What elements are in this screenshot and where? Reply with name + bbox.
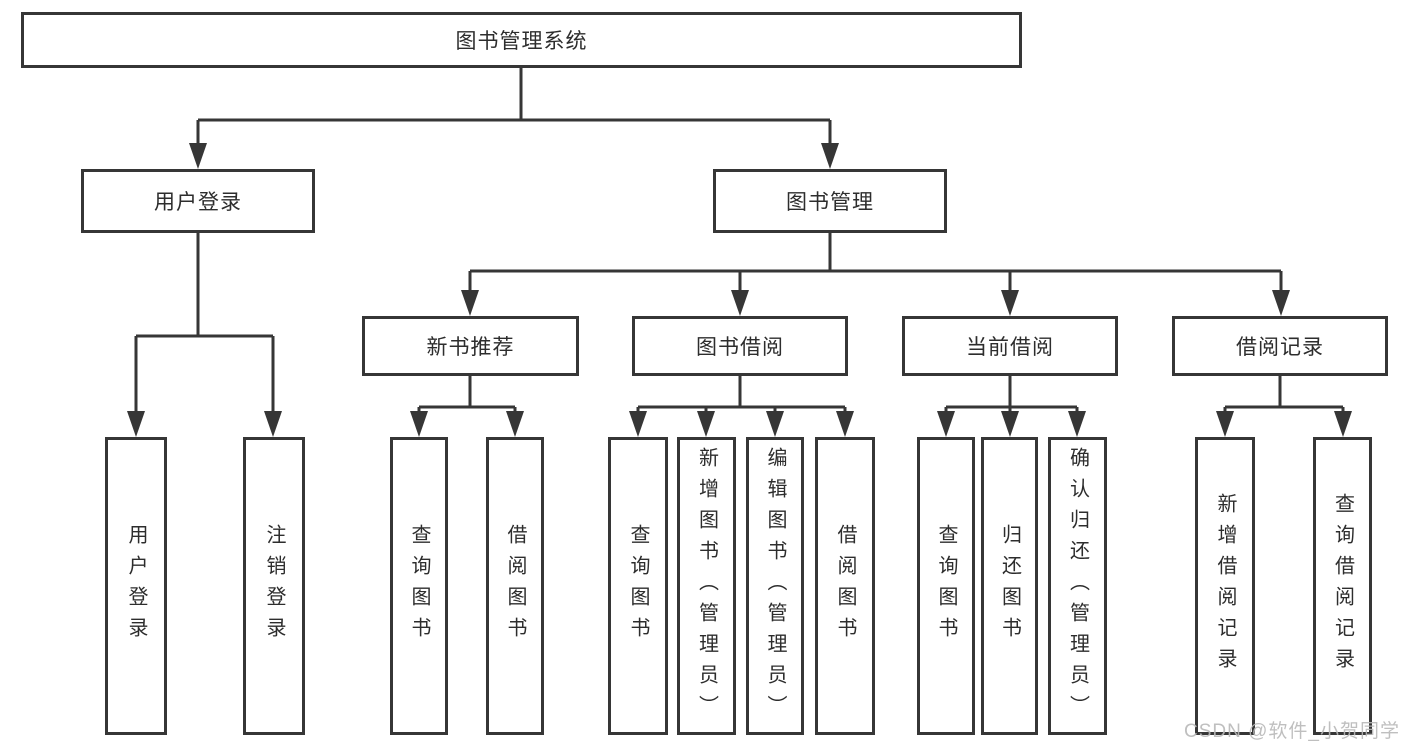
node-book-borrowing-label: 图书借阅 [696,336,784,359]
arrowheads-level2 [189,143,839,169]
leaf-query-borrow-record: 查询借阅记录 [1313,437,1372,735]
leaf-add-book-admin: 新增图书（管理员） [677,437,736,735]
node-current-borrowing-label: 当前借阅 [966,336,1054,359]
leaf-query-borrow-record-label: 查询借阅记录 [1331,493,1354,679]
csdn-watermark: CSDN @软件_小贺同学 [1184,721,1400,742]
leaf-add-borrow-record: 新增借阅记录 [1195,437,1255,735]
leaf-borrow-book: 借阅图书 [815,437,875,735]
leaf-borrow-query-book-label: 查询图书 [627,524,649,648]
leaf-return-book: 归还图书 [981,437,1038,735]
node-current-borrowing: 当前借阅 [902,316,1118,376]
leaf-user-login: 用户登录 [105,437,167,735]
leaf-confirm-return-admin: 确认归还（管理员） [1048,437,1107,735]
connector-root-to-level2 [196,68,832,146]
node-new-book-recommend-label: 新书推荐 [426,336,515,359]
node-book-borrowing: 图书借阅 [632,316,848,376]
arrowheads-borrowrecords-leaves [1216,411,1352,437]
connector-userlogin-to-leaves [134,233,275,414]
connector-borrowrecords-to-leaves [1223,376,1345,414]
leaf-logout: 注销登录 [243,437,305,735]
node-library-system: 图书管理系统 [21,12,1022,68]
leaf-current-query-book-label: 查询图书 [935,524,957,648]
leaf-add-book-admin-label: 新增图书（管理员） [695,446,718,726]
leaf-borrow-book-label: 借阅图书 [834,524,856,648]
arrowheads-userlogin-leaves [127,411,282,437]
connector-bookmgmt-to-level3 [468,233,1283,293]
connector-bookborrow-to-leaves [636,376,847,414]
arrowheads-level3 [461,290,1290,316]
connector-newbook-to-leaves [417,376,517,414]
leaf-add-borrow-record-label: 新增借阅记录 [1214,493,1236,679]
leaf-confirm-return-admin-label: 确认归还（管理员） [1066,446,1089,726]
leaf-recommend-borrow-book: 借阅图书 [486,437,544,735]
leaf-logout-label: 注销登录 [263,524,285,648]
leaf-borrow-query-book: 查询图书 [608,437,668,735]
leaf-recommend-borrow-book-label: 借阅图书 [504,524,526,648]
leaf-current-query-book: 查询图书 [917,437,975,735]
connector-currentborrow-to-leaves [944,376,1079,414]
leaf-edit-book-admin-label: 编辑图书（管理员） [764,446,786,726]
node-user-login-label: 用户登录 [154,191,242,214]
node-borrowing-records: 借阅记录 [1172,316,1388,376]
node-book-management-label: 图书管理 [786,191,874,214]
node-user-login: 用户登录 [81,169,315,233]
arrowheads-newbook-leaves [410,411,524,437]
node-borrowing-records-label: 借阅记录 [1236,336,1324,359]
arrowheads-currentborrow-leaves [937,411,1086,437]
leaf-user-login-label: 用户登录 [125,524,147,648]
arrowheads-bookborrow-leaves [629,411,854,437]
node-book-management: 图书管理 [713,169,947,233]
leaf-edit-book-admin: 编辑图书（管理员） [746,437,804,735]
leaf-recommend-query-book-label: 查询图书 [408,524,430,648]
node-library-system-label: 图书管理系统 [455,30,588,53]
leaf-recommend-query-book: 查询图书 [390,437,448,735]
leaf-return-book-label: 归还图书 [998,524,1021,648]
node-new-book-recommend: 新书推荐 [362,316,579,376]
